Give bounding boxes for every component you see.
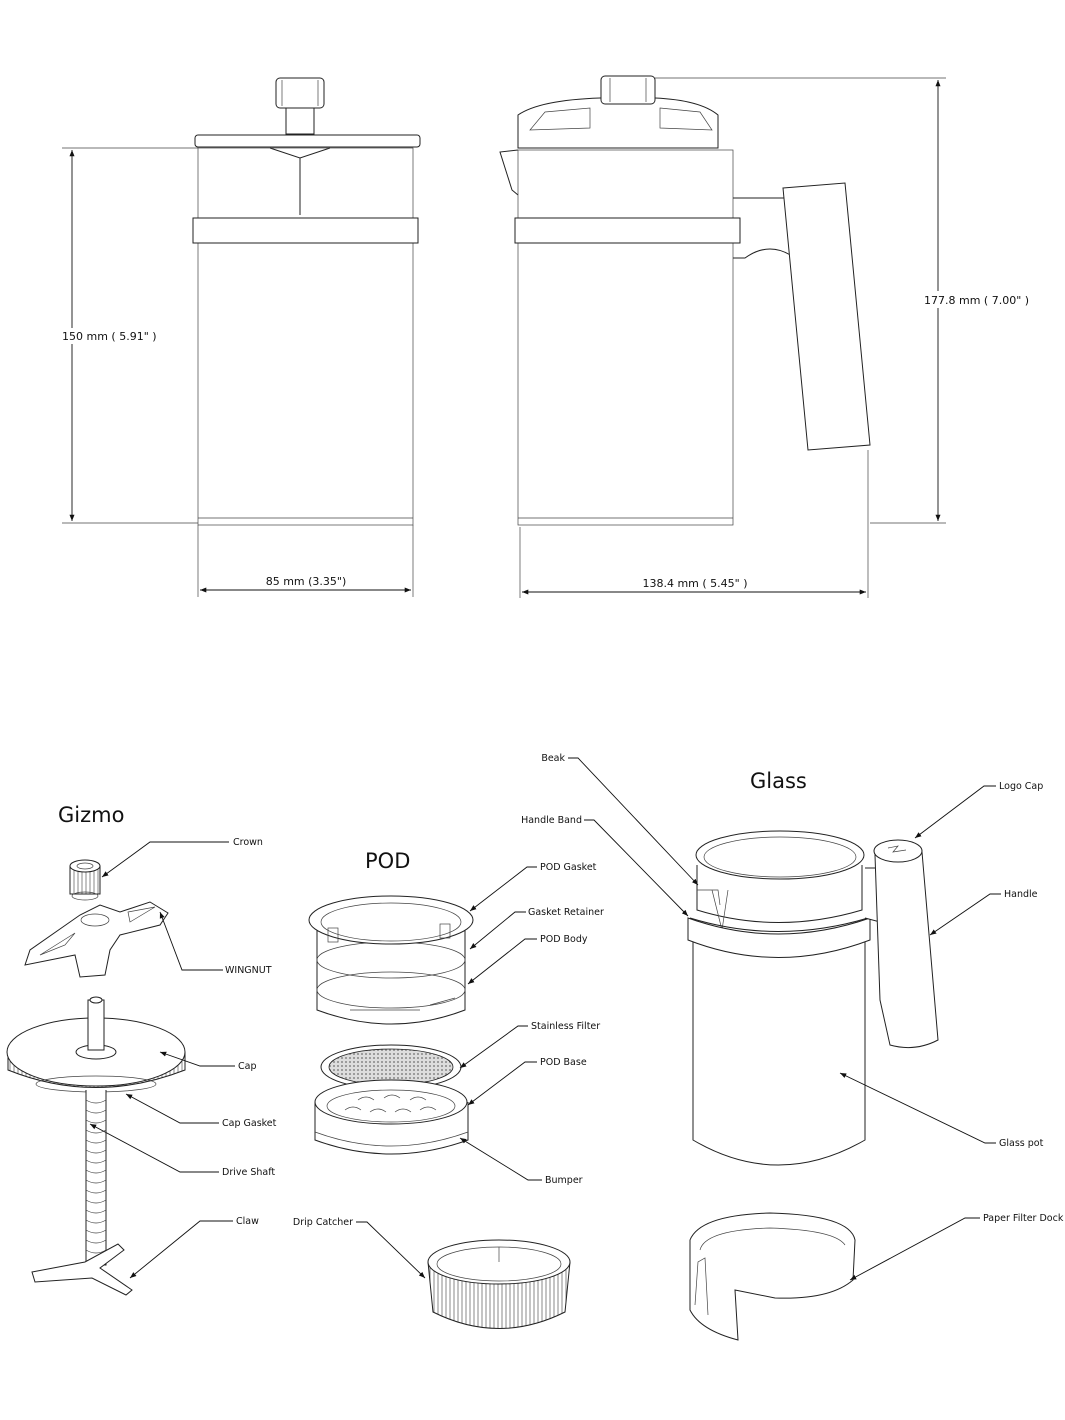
- drip-catcher-part: [427, 1239, 571, 1329]
- side-handle-band: [514, 217, 741, 244]
- drive-shaft-part: [85, 996, 107, 1266]
- side-handle: [782, 182, 871, 451]
- crown-part: [69, 859, 101, 901]
- label-paper-filter-dock: Paper Filter Dock: [983, 1213, 1064, 1224]
- label-pod-gasket: POD Gasket: [540, 862, 597, 873]
- label-gasket-retainer: Gasket Retainer: [528, 907, 604, 918]
- callout-leaders: [89, 757, 1001, 1281]
- pod-title: POD: [365, 849, 410, 873]
- label-glass-pot: Glass pot: [999, 1138, 1044, 1149]
- cap-part: [6, 1017, 186, 1093]
- label-stainless-filter: Stainless Filter: [531, 1021, 600, 1032]
- gizmo-title: Gizmo: [58, 803, 124, 827]
- label-drip-catcher: Drip Catcher: [293, 1217, 353, 1228]
- handle-band-part: [687, 917, 871, 958]
- pod-gasket-part: [308, 895, 474, 945]
- label-pod-base: POD Base: [540, 1057, 587, 1068]
- glass-assembly: [687, 830, 939, 1341]
- label-pod-body: POD Body: [540, 934, 588, 945]
- front-height-label: 150 mm ( 5.91" ): [62, 330, 157, 343]
- front-body: [197, 147, 414, 526]
- side-width-label: 138.4 mm ( 5.45" ): [642, 577, 747, 590]
- label-crown: Crown: [233, 837, 263, 848]
- front-lid-stem: [285, 108, 315, 135]
- claw-part: [31, 1243, 133, 1296]
- label-logo-cap: Logo Cap: [999, 781, 1043, 792]
- front-knob: [275, 77, 325, 109]
- callout-labels: Crown WINGNUT Cap Cap Gasket Drive Shaft…: [222, 753, 1064, 1228]
- glass-pot-part: [692, 830, 866, 1166]
- pod-assembly: [308, 895, 571, 1329]
- label-cap: Cap: [238, 1061, 257, 1072]
- side-view: 177.8 mm ( 7.00" ) 138.4 mm ( 5.45" ): [499, 75, 1038, 598]
- label-beak: Beak: [541, 753, 565, 764]
- side-lid: [517, 97, 719, 149]
- glass-title: Glass: [750, 769, 807, 793]
- label-handle-band: Handle Band: [521, 815, 582, 826]
- side-height-label: 177.8 mm ( 7.00" ): [924, 294, 1029, 307]
- pod-base-part: [314, 1079, 469, 1155]
- front-handle-band: [192, 217, 419, 244]
- label-wingnut: WINGNUT: [225, 965, 272, 976]
- handle-part: [864, 839, 939, 1049]
- gizmo-assembly: [6, 859, 186, 1296]
- wingnut-part: [24, 901, 169, 978]
- paper-filter-dock-part: [689, 1212, 856, 1341]
- label-claw: Claw: [236, 1216, 259, 1227]
- pod-body-part: [316, 925, 466, 1025]
- front-width-label: 85 mm (3.35"): [266, 575, 347, 588]
- label-cap-gasket: Cap Gasket: [222, 1118, 277, 1129]
- side-knob: [600, 75, 656, 105]
- label-handle: Handle: [1004, 889, 1038, 900]
- front-view: 150 mm ( 5.91" ) 85 mm (3.35"): [58, 77, 421, 597]
- label-drive-shaft: Drive Shaft: [222, 1167, 275, 1178]
- side-spout: [499, 149, 519, 196]
- stainless-filter-part: [320, 1044, 462, 1090]
- side-body: [517, 149, 734, 526]
- label-bumper: Bumper: [545, 1175, 583, 1186]
- front-cap-disk: [194, 134, 421, 148]
